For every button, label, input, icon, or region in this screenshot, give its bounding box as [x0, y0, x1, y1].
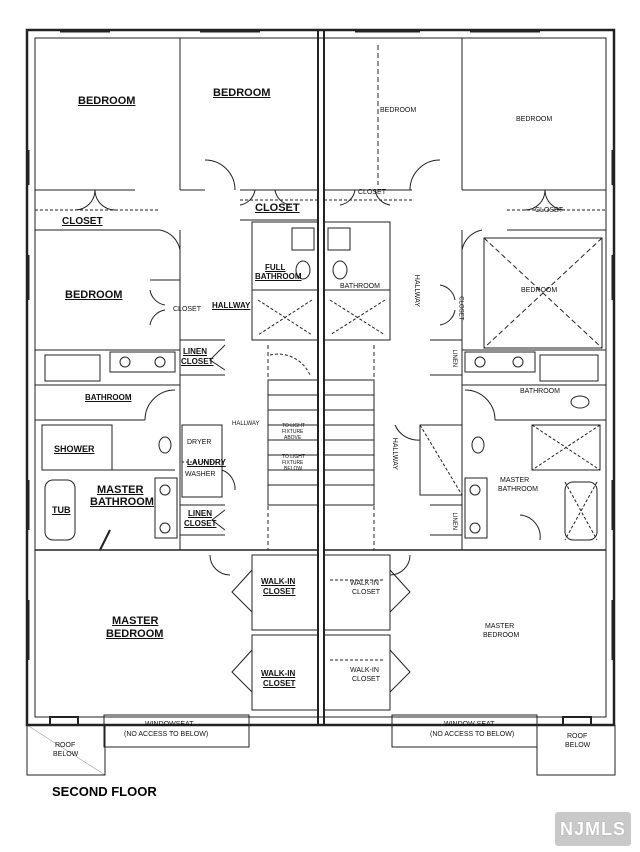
room-label-bedroom: BEDROOM: [516, 116, 553, 123]
room-label-master-bath: BATHROOM: [90, 496, 154, 508]
room-label-master-bedroom: BEDROOM: [106, 628, 164, 640]
room-label-closet: CLOSET: [358, 189, 387, 196]
room-label-bedroom: BEDROOM: [65, 289, 123, 301]
room-label-hallway: HALLWAY: [212, 301, 251, 310]
floor-title: SECOND FLOOR: [52, 784, 157, 799]
roof-label: BELOW: [53, 751, 79, 758]
window-seat-note: (NO ACCESS TO BELOW): [124, 731, 209, 738]
room-label-bathroom: BATHROOM: [340, 283, 380, 290]
room-label-linen: LINEN: [188, 509, 212, 518]
room-label-closet: CLOSET: [255, 202, 300, 214]
room-label-walk-in: WALK-IN: [261, 577, 296, 586]
room-label-full-bath: FULL: [265, 263, 286, 272]
room-label-master-bedroom: MASTER: [485, 623, 515, 630]
room-label-master-bath: BATHROOM: [498, 486, 538, 493]
room-label-walk-in: WALK-IN: [350, 667, 379, 674]
room-label-master-bath: MASTER: [500, 477, 530, 484]
room-label-hallway: HALLWAY: [390, 437, 398, 470]
room-label-linen: CLOSET: [181, 357, 214, 366]
room-label-master-bedroom: MASTER: [112, 615, 159, 627]
room-label-bathroom: BATHROOM: [520, 388, 560, 395]
room-label-bedroom: BEDROOM: [213, 87, 271, 99]
room-label-linen: LINEN: [451, 349, 458, 368]
window-seat-note: (NO ACCESS TO BELOW): [430, 731, 515, 738]
room-label-shower: SHOWER: [54, 444, 95, 454]
room-label-hallway: HALLWAY: [232, 421, 260, 427]
stair-note: ABOVE: [284, 435, 302, 441]
room-label-dryer: DRYER: [187, 439, 212, 446]
room-label-master-bedroom: BEDROOM: [483, 632, 520, 639]
roof-label: ROOF: [55, 742, 76, 749]
room-label-closet: CLOSET: [62, 216, 103, 227]
outer-wall: [25, 28, 616, 727]
window-seat-label: WINDOW SEAT: [444, 721, 495, 728]
room-label-walk-in: WALK-IN: [261, 669, 296, 678]
room-label-linen: CLOSET: [184, 519, 217, 528]
room-label-master-bath: MASTER: [97, 484, 144, 496]
room-label-bedroom: BEDROOM: [380, 107, 417, 114]
room-label-bedroom: BEDROOM: [78, 95, 136, 107]
room-label-walk-in: CLOSET: [352, 589, 381, 596]
room-label-bathroom: BATHROOM: [85, 393, 132, 402]
room-label-linen: LINEN: [183, 347, 207, 356]
stair-note: FIXTURE: [282, 429, 304, 435]
roof-label: BELOW: [565, 742, 591, 749]
room-label-linen: LINEN: [451, 512, 458, 531]
stair-note: BELOW: [284, 466, 303, 472]
room-label-bedroom: BEDROOM: [521, 287, 558, 294]
room-label-washer: WASHER: [185, 471, 216, 478]
stair-note: TO LIGHT: [282, 423, 305, 429]
room-label-tub: TUB: [52, 505, 71, 515]
room-label-walk-in: CLOSET: [263, 679, 296, 688]
room-label-closet: CLOSET: [173, 306, 202, 313]
room-label-walk-in: CLOSET: [263, 587, 296, 596]
room-label-closet: CLOSET: [457, 296, 464, 321]
njmls-logo: NJMLS: [555, 812, 631, 846]
roof-label: ROOF: [567, 733, 588, 740]
window-seat-label: WINDOWSEAT: [145, 721, 194, 728]
stair-note: TO LIGHT: [282, 454, 305, 460]
room-label-closet: CLOSET: [535, 207, 564, 214]
inner-wall: [34, 37, 607, 718]
stair-note: FIXTURE: [282, 460, 304, 466]
room-label-walk-in: CLOSET: [352, 676, 381, 683]
room-label-hallway: HALLWAY: [412, 274, 420, 307]
room-label-full-bath: BATHROOM: [255, 272, 302, 281]
room-label-walk-in: WALK-IN: [350, 580, 379, 587]
room-label-laundry: LAUNDRY: [187, 458, 226, 467]
